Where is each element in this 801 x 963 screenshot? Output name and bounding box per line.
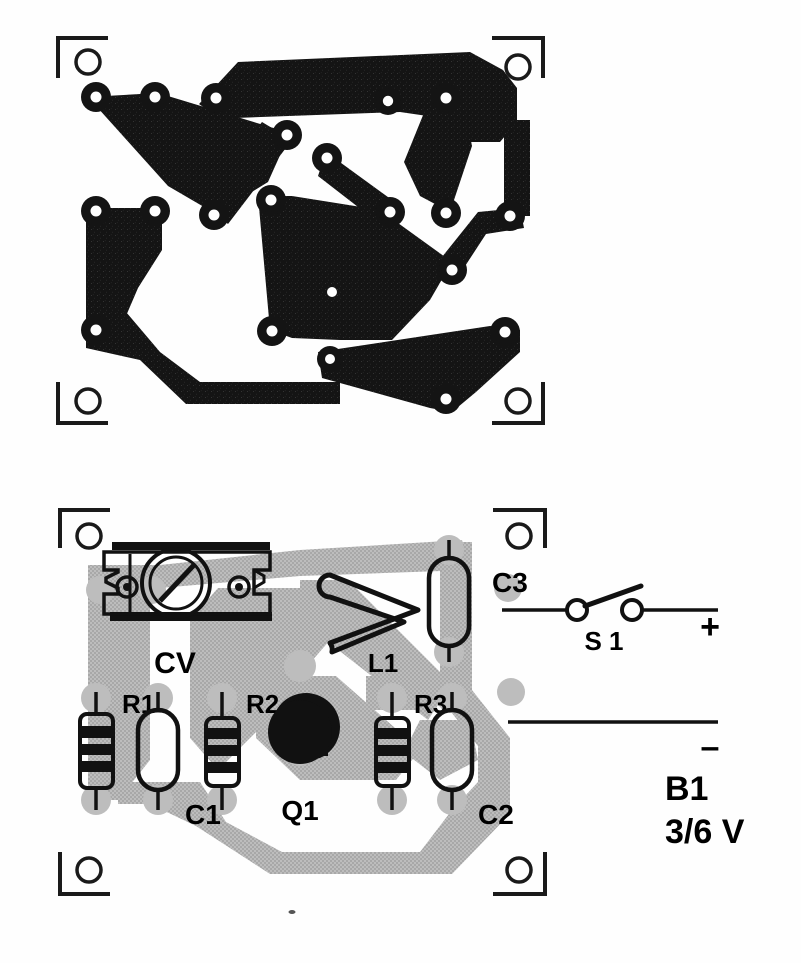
component-label-s1: S 1 bbox=[584, 626, 623, 656]
corner-marks-group bbox=[56, 36, 545, 425]
mount-hole-bottom-left bbox=[75, 856, 103, 884]
switch-pole-left bbox=[565, 598, 589, 622]
scan-artifact-speck bbox=[288, 910, 296, 914]
component-label-c1: C1 bbox=[185, 799, 221, 830]
mount-hole-bottom-right bbox=[505, 856, 533, 884]
mount-hole-top-left bbox=[74, 48, 102, 76]
corner-mark-top-right bbox=[493, 508, 547, 548]
mount-hole-bottom-right bbox=[504, 387, 532, 415]
battery-label: B1 bbox=[665, 770, 708, 808]
solder-pads-group bbox=[81, 82, 525, 414]
switch-blade bbox=[582, 583, 644, 609]
transistor-q1: Q1 bbox=[268, 693, 340, 826]
capacitor-c3: C3 bbox=[426, 540, 528, 662]
mount-hole-bottom-left bbox=[74, 387, 102, 415]
mount-hole-top-right bbox=[504, 53, 532, 81]
corner-mark-bottom-left bbox=[58, 852, 110, 896]
component-label-cv: CV bbox=[154, 647, 196, 680]
component-label-c2: C2 bbox=[478, 799, 514, 830]
switch-pole-right bbox=[620, 598, 644, 622]
mount-hole-top-right bbox=[505, 522, 533, 550]
corner-mark-bottom-right bbox=[493, 852, 547, 896]
mount-holes-group bbox=[75, 522, 533, 884]
mount-hole-top-left bbox=[75, 522, 103, 550]
corner-mark-bottom-right bbox=[492, 382, 545, 425]
corner-marks-group bbox=[58, 508, 547, 896]
corner-mark-bottom-left bbox=[56, 382, 108, 425]
terminal-negative-label: – bbox=[701, 728, 720, 766]
corner-mark-top-left bbox=[58, 508, 110, 548]
terminal-positive-label: + bbox=[700, 608, 720, 646]
corner-mark-top-right bbox=[492, 36, 545, 78]
capacitor-c2: C2 bbox=[429, 692, 514, 830]
copper-side-pcb-layout bbox=[0, 0, 801, 470]
trimmer-capacitor-cv: CV bbox=[102, 542, 272, 680]
component-label-l1: L1 bbox=[368, 648, 398, 678]
mount-holes-group bbox=[74, 48, 532, 415]
component-label-r1: R1 bbox=[122, 689, 155, 719]
component-placement-overlay: CV L1 C3 bbox=[0, 470, 801, 963]
inductor-l1: L1 bbox=[316, 572, 421, 678]
corner-mark-top-left bbox=[56, 36, 108, 78]
component-label-c3: C3 bbox=[492, 567, 528, 598]
component-label-q1: Q1 bbox=[281, 795, 318, 826]
battery-voltage-label: 3/6 V bbox=[665, 813, 745, 851]
capacitor-c1: C1 bbox=[135, 692, 221, 830]
external-wiring-group: S 1 + – B1 3/6 V bbox=[502, 583, 745, 851]
